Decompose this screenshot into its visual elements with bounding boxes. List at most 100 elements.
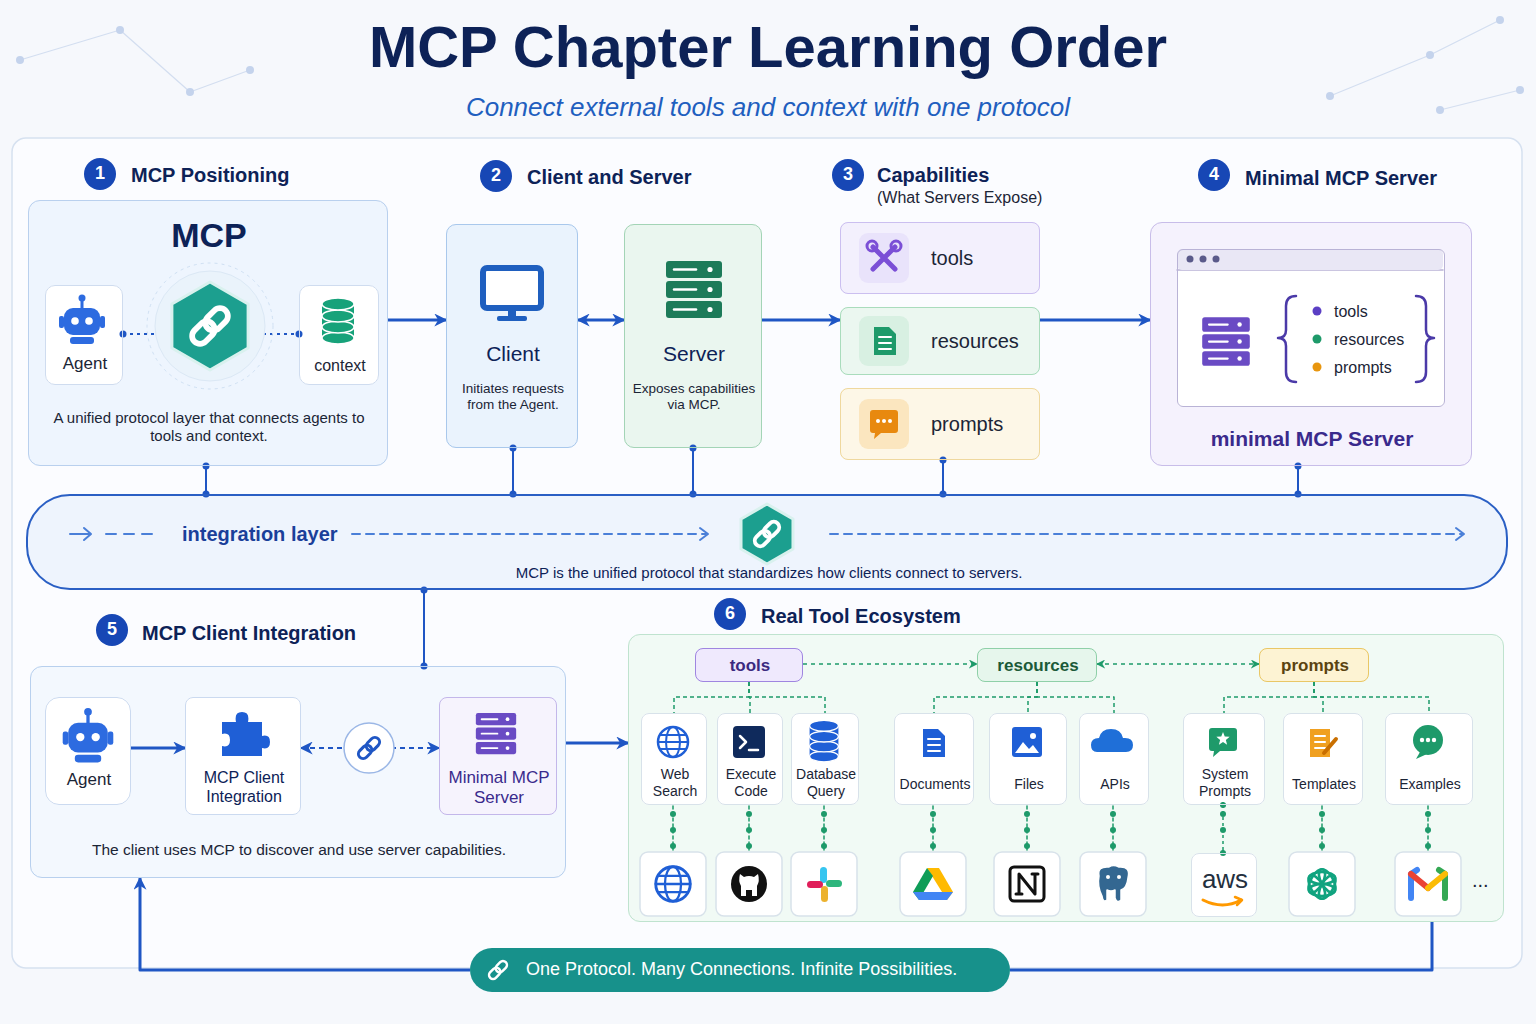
icon-part [100, 316, 105, 328]
brace [1416, 296, 1434, 382]
icon-part [1024, 811, 1030, 817]
connector [803, 663, 977, 665]
icon-part [733, 726, 765, 758]
node-fill [791, 713, 859, 805]
icon-part [322, 298, 354, 310]
icon-part [1177, 269, 1443, 271]
hexagon-halo [147, 263, 273, 389]
icon-part [666, 281, 722, 298]
icon-part [497, 316, 527, 321]
icon-part [1187, 256, 1194, 263]
node-text: APIs [1082, 776, 1148, 793]
callout-number: 3 [833, 164, 863, 186]
icon-part [482, 718, 498, 720]
icon-part [1326, 92, 1334, 100]
icon-part [879, 336, 891, 338]
node-fill [446, 224, 578, 448]
node-fill [624, 224, 762, 448]
icon-part [1209, 341, 1228, 343]
icon-part [879, 342, 891, 344]
icon-tile [859, 233, 909, 283]
connector [1097, 663, 1259, 665]
document-icon [923, 729, 945, 757]
icon-part [672, 806, 674, 850]
icon-part [823, 806, 825, 850]
icon-part [482, 747, 498, 749]
icon-part [746, 811, 752, 817]
openai-logo [1305, 867, 1339, 902]
node-fill [470, 948, 1010, 992]
icon-part [923, 729, 945, 757]
icon-part [888, 419, 892, 423]
connector [934, 682, 1037, 713]
icon-part [1209, 324, 1228, 326]
icon-part [81, 300, 84, 308]
node-fill [989, 713, 1067, 805]
postgres-logo [1098, 866, 1128, 902]
connector [1222, 805, 1224, 853]
node-text: Documents [897, 776, 973, 793]
icon-part [1235, 897, 1242, 905]
server-icon [476, 713, 516, 754]
gmail-logo [1411, 870, 1445, 898]
connector [123, 333, 299, 335]
icon-part [322, 310, 354, 322]
callout-number: 6 [715, 603, 745, 625]
icon-part [665, 867, 681, 902]
ecosystem-panel: Real Tool Ecosystemtoolsresourcesprompts… [628, 634, 1504, 922]
icon-part [656, 867, 691, 902]
icon-part [1428, 874, 1445, 888]
icon-part [1026, 806, 1028, 850]
icon-part [932, 806, 934, 850]
icon-part [1237, 322, 1241, 326]
icon-part [810, 746, 839, 757]
connector [1010, 922, 1432, 970]
tool-item-box: System Prompts [1183, 713, 1265, 805]
icon-part [670, 843, 676, 849]
icon-part [476, 713, 516, 725]
icon-part [1016, 874, 1038, 894]
icon-part [810, 740, 839, 751]
capability-box: tools [840, 222, 1040, 294]
node-text: Minimal MCP Server [1245, 166, 1437, 190]
icon-part [876, 419, 880, 423]
monitor-icon [483, 268, 541, 321]
node-fill [1150, 222, 1472, 466]
brace [1278, 296, 1296, 382]
category-pill: resources [977, 648, 1097, 682]
node-text: Agent [46, 770, 132, 790]
tool-item-box: Templates [1283, 713, 1363, 805]
icon-part [494, 959, 509, 974]
icon-part [1237, 356, 1241, 360]
tool-item-box: Examples [1385, 713, 1473, 805]
icon-part [928, 750, 940, 752]
connector [578, 319, 624, 322]
icon-part [1110, 811, 1116, 817]
icon-part [674, 288, 696, 291]
icon-part [84, 708, 92, 716]
icon-part [1315, 741, 1325, 743]
database-icon [322, 298, 354, 344]
callout-badge [714, 598, 746, 630]
icon-part [76, 733, 84, 741]
icon-part [810, 726, 839, 737]
icon-part [1425, 827, 1431, 833]
node-text: Templates [1286, 776, 1362, 793]
window-decoration [1177, 249, 1443, 382]
node-text: MCP Client Integration [142, 621, 356, 645]
icon-part [746, 890, 752, 896]
slogan-pill: One Protocol. Many Connections. Infinite… [470, 948, 1010, 992]
node-text: MCP Positioning [131, 163, 290, 187]
node-text: aws [1192, 864, 1258, 895]
connector [749, 682, 750, 713]
leader-line [746, 806, 752, 850]
icon-part [859, 399, 909, 449]
node-text: minimal MCP Server [1151, 426, 1473, 451]
icon-part [762, 520, 782, 540]
icon-part [674, 308, 696, 311]
icon-part [86, 714, 89, 723]
logo-tile [716, 852, 782, 916]
outer-frame [12, 138, 1522, 968]
connector [942, 460, 944, 494]
